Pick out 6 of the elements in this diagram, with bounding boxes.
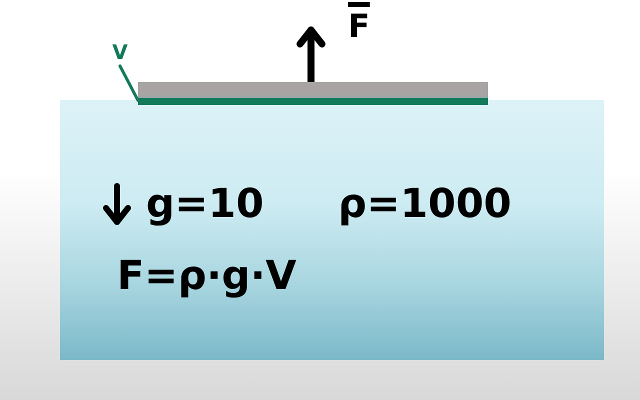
buoyancy-formula: F=ρ·g·V	[117, 256, 296, 296]
density-value: ρ=1000	[338, 184, 512, 224]
leader-line	[118, 64, 140, 102]
floating-plate	[138, 82, 488, 105]
gravity-value: g=10	[146, 184, 264, 224]
volume-label: V	[108, 38, 132, 66]
